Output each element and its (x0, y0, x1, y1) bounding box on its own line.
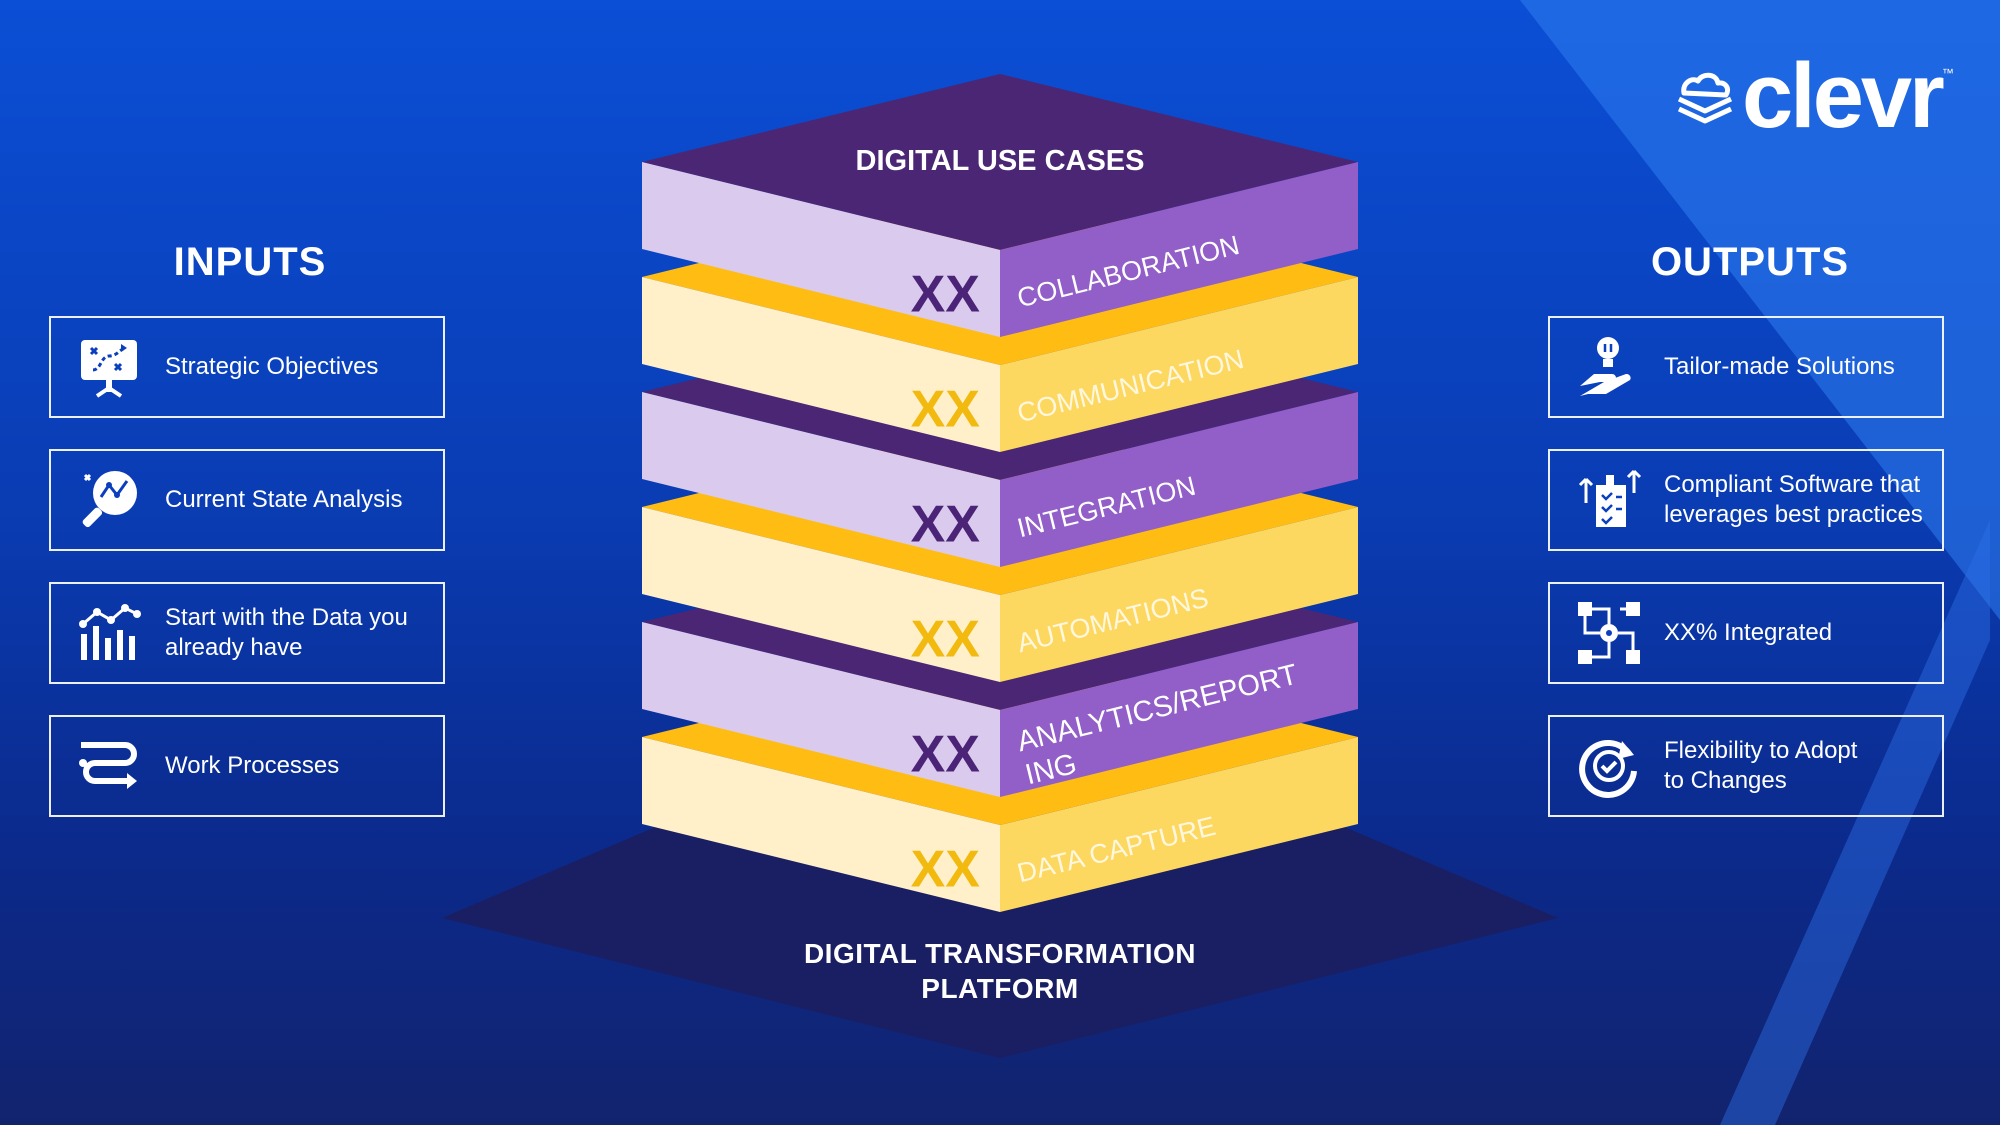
layer-right-face (1000, 622, 1358, 797)
layer-left-face (642, 277, 1000, 452)
layer-left-face (642, 507, 1000, 682)
layer-right-face (1000, 737, 1358, 912)
output-label: Flexibility to Adopt to Changes (1664, 737, 1858, 794)
cloud-stack-icon (1677, 72, 1733, 124)
input-card-current-state-analysis: Current State Analysis (49, 449, 445, 551)
analysis-magnifier-icon (82, 471, 137, 528)
layer-right-face (1000, 392, 1358, 567)
output-card-integrated: XX% Integrated (1548, 582, 1944, 684)
output-label: XX% Integrated (1664, 619, 1833, 646)
clevr-logo: clevr ™ (1676, 50, 1954, 142)
strategy-board-icon (81, 340, 137, 398)
output-card-flexibility: Flexibility to Adopt to Changes (1548, 715, 1944, 817)
inputs-title: INPUTS (173, 240, 327, 284)
platform-title-line1: DIGITAL TRANSFORMATION (803, 938, 1197, 969)
bar-chart-icon (79, 604, 141, 660)
layer-left-face (642, 737, 1000, 912)
layer-value: XX (911, 496, 981, 554)
circular-check-icon (1579, 740, 1637, 798)
layer-right-face (1000, 277, 1358, 452)
input-label: Strategic Objectives (165, 353, 379, 380)
outputs-title: OUTPUTS (1650, 240, 1850, 284)
input-label: Current State Analysis (165, 486, 403, 513)
output-card-compliant-software: Compliant Software that leverages best p… (1548, 449, 1944, 551)
process-flow-icon (79, 742, 137, 789)
layer-value: XX (911, 841, 981, 899)
hand-lightbulb-icon (1580, 337, 1631, 396)
input-label: Start with the Data you already have (165, 604, 408, 661)
layer-left-face (642, 162, 1000, 337)
layer-right-face (1000, 162, 1358, 337)
input-card-strategic-objectives: Strategic Objectives (49, 316, 445, 418)
layer-value: XX (911, 381, 981, 439)
layer-right-face (1000, 507, 1358, 682)
input-card-start-with-data: Start with the Data you already have (49, 582, 445, 684)
digital-use-cases-label: DIGITAL USE CASES (856, 145, 1145, 177)
compliance-checklist-icon (1578, 469, 1642, 527)
output-card-tailor-made: Tailor-made Solutions (1548, 316, 1944, 418)
network-nodes-icon (1578, 602, 1640, 664)
output-label: Tailor-made Solutions (1664, 353, 1895, 380)
input-label: Work Processes (165, 752, 340, 779)
layer-value: XX (911, 266, 981, 324)
platform-title: DIGITAL TRANSFORMATION PLATFORM (750, 936, 1250, 1006)
background-light-stripe (1720, 520, 1990, 1125)
background-light-band (1520, 0, 2000, 620)
logo-trademark: ™ (1941, 66, 1954, 80)
platform-title-line2: PLATFORM (921, 973, 1079, 1004)
layer-value: XX (911, 611, 981, 669)
layer-left-face (642, 622, 1000, 797)
logo-wordmark: clevr (1742, 45, 1945, 147)
layer-value: XX (911, 726, 981, 784)
input-card-work-processes: Work Processes (49, 715, 445, 817)
layer-left-face (642, 392, 1000, 567)
output-label: Compliant Software that leverages best p… (1664, 471, 1923, 528)
